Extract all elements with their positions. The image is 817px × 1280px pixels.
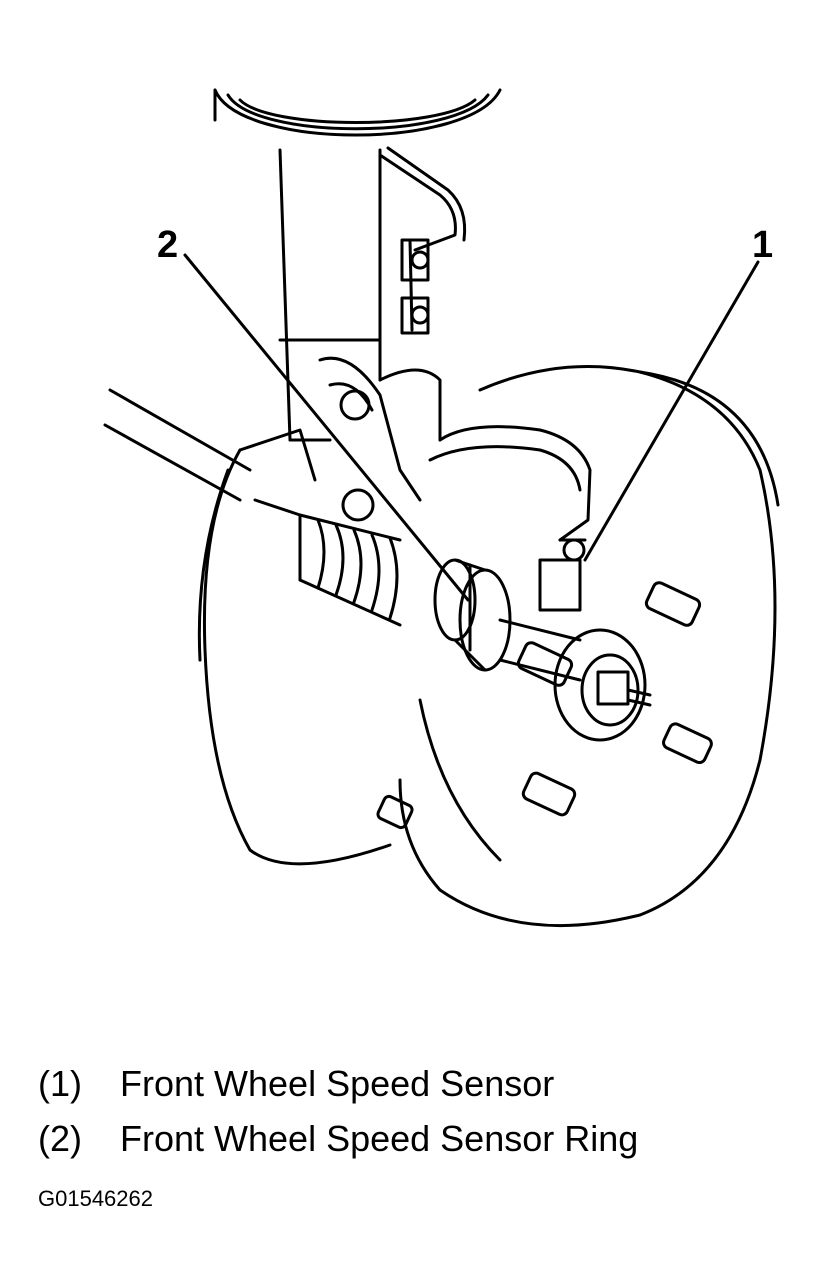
- brake-rotor: [400, 366, 778, 925]
- leader-line-1: [585, 262, 758, 560]
- figure-id: G01546262: [38, 1186, 153, 1211]
- steering-knuckle: [320, 358, 440, 520]
- wheel-speed-sensor: [540, 540, 585, 610]
- sensor-ring: [435, 560, 510, 670]
- strut-shock: [280, 150, 380, 440]
- front-suspension-illustration: [0, 0, 817, 1010]
- legend-label: Front Wheel Speed Sensor: [120, 1063, 555, 1104]
- control-arm: [105, 390, 250, 500]
- callout-2: 2: [157, 224, 179, 266]
- wheel-studs: [376, 581, 713, 829]
- brake-caliper: [430, 427, 590, 540]
- legend-number: (1): [38, 1063, 82, 1104]
- callout-1: 1: [752, 224, 774, 266]
- cv-boot: [255, 500, 400, 625]
- legend-item-sensor: (1) Front Wheel Speed Sensor: [38, 1066, 554, 1102]
- coil-spring: [215, 90, 500, 135]
- leader-line-2: [185, 255, 468, 600]
- callout-leader-lines: [185, 255, 758, 600]
- legend-item-ring: (2) Front Wheel Speed Sensor Ring: [38, 1121, 638, 1157]
- wheel-outline: [199, 430, 390, 864]
- legend-label: Front Wheel Speed Sensor Ring: [120, 1118, 639, 1159]
- legend-number: (2): [38, 1118, 82, 1159]
- hub-nut: [555, 630, 650, 740]
- strut-bracket: [402, 240, 428, 333]
